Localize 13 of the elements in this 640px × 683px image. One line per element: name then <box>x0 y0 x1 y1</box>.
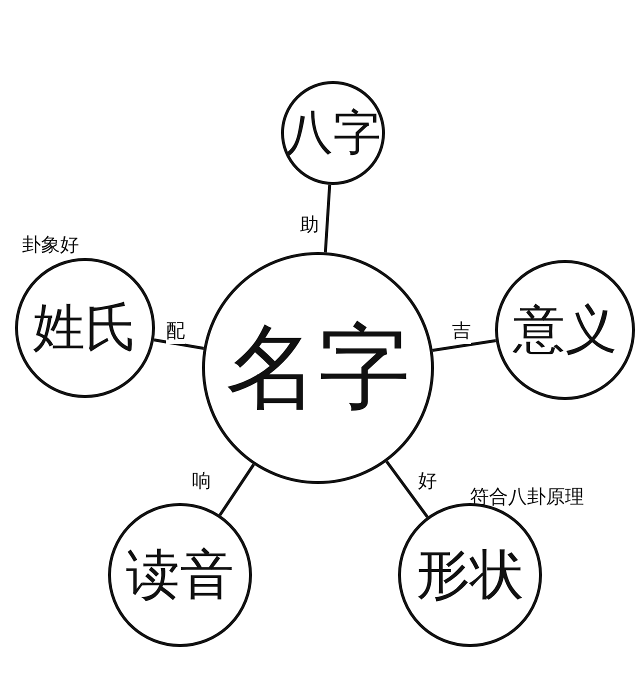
node-text: 读音 <box>126 542 234 608</box>
connector-line <box>432 339 496 352</box>
edge-label: 吉 <box>452 318 471 344</box>
annotation-text: 卦象好 <box>22 233 79 258</box>
connector-line <box>324 184 332 252</box>
node-text: 意义 <box>513 299 617 362</box>
connector-line <box>154 338 204 350</box>
node-text: 形状 <box>416 542 524 608</box>
connector-line <box>385 460 429 518</box>
connector-line <box>218 464 255 516</box>
node-text: 姓氏 <box>33 297 137 360</box>
node-text: 名字 <box>226 313 410 423</box>
node-text: 八字 <box>285 104 381 163</box>
